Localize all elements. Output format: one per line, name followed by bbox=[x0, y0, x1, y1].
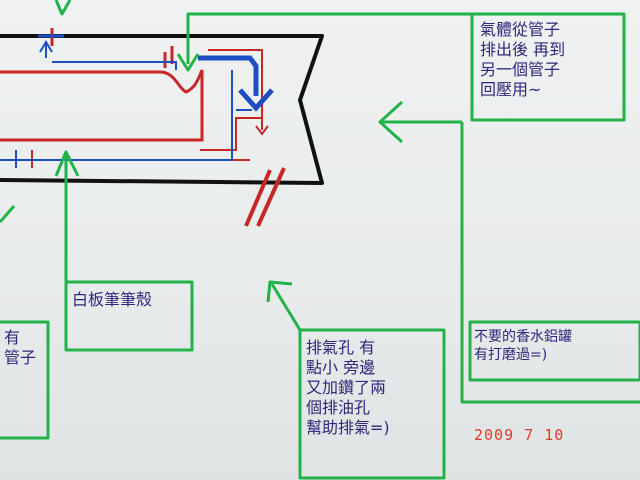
note-box-vent-hole bbox=[298, 328, 446, 480]
blue-flow-lines bbox=[0, 34, 274, 168]
note-perfume-can: 不要的香水鋁罐 有打磨過=) bbox=[474, 329, 572, 363]
note-pen-shell: 白板筆筆殼 bbox=[72, 290, 153, 309]
note-left-cropped: 有 管子 bbox=[4, 328, 37, 367]
note-vent-hole: 排氣孔 有 點小 旁邊 又加鑽了兩 個排油孔 幫助排氣=) bbox=[306, 338, 390, 437]
note-box-gas-flow bbox=[470, 12, 626, 122]
note-gas-flow: 氣體從管子 排出後 再到 另一個管子 回壓用~ bbox=[480, 20, 566, 99]
photo-datestamp: 2009 7 10 bbox=[474, 426, 565, 444]
outer-tube-outline bbox=[0, 34, 324, 185]
note-box-perfume-can bbox=[468, 320, 640, 382]
note-box-pen-shell bbox=[64, 280, 194, 352]
